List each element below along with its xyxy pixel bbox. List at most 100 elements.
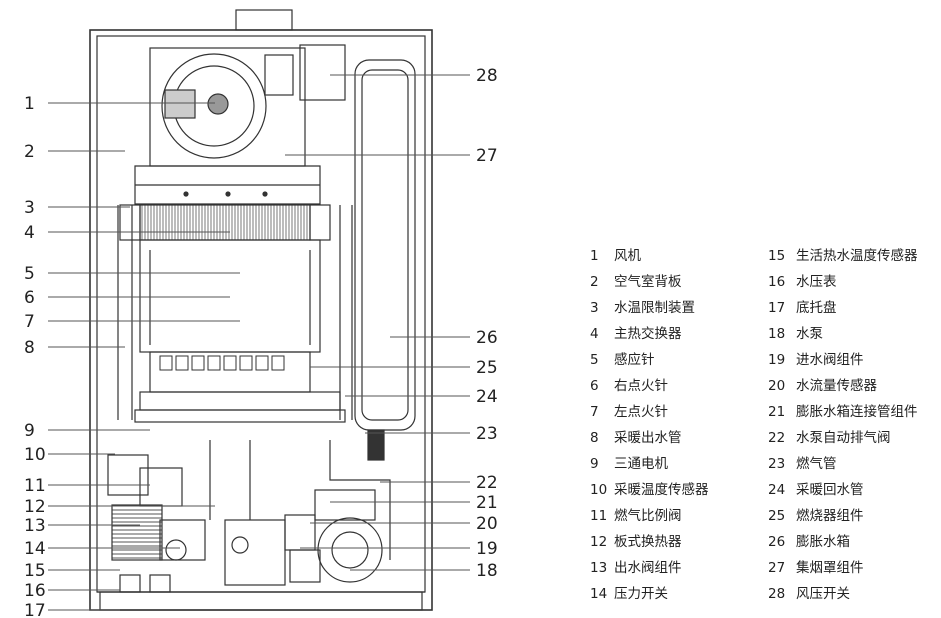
callout-22: 22 (476, 473, 498, 493)
expansion-tank (354, 59, 416, 431)
heating-outlet-pipe (117, 205, 133, 420)
legend-number: 17 (768, 300, 786, 316)
callout-17: 17 (24, 601, 46, 618)
legend-label: 板式换热器 (614, 534, 682, 550)
callout-5: 5 (24, 264, 35, 284)
legend-label: 采暖出水管 (614, 430, 682, 446)
legend-item: 18 水泵 (768, 321, 918, 347)
legend-number: 18 (768, 326, 786, 342)
legend-item: 3 水温限制装置 (590, 295, 709, 321)
legend-label: 燃气比例阀 (614, 508, 682, 524)
callout-28: 28 (476, 66, 498, 86)
legend-number: 9 (590, 456, 599, 472)
flow-sensor (284, 514, 316, 551)
legend-number: 25 (768, 508, 786, 524)
heat-exchanger (139, 204, 311, 241)
callout-26: 26 (476, 328, 498, 348)
callout-27: 27 (476, 146, 498, 166)
legend-item: 8 采暖出水管 (590, 425, 709, 451)
legend-label: 感应针 (614, 352, 655, 368)
callout-15: 15 (24, 561, 46, 581)
combustion-chamber (139, 239, 321, 353)
callout-10: 10 (24, 445, 46, 465)
callout-21: 21 (476, 493, 498, 513)
smoke-hood (134, 165, 321, 205)
legend-label: 水流量传感器 (796, 378, 877, 394)
legend-number: 4 (590, 326, 599, 342)
legend-label: 膨胀水箱 (796, 534, 850, 550)
legend-label: 压力开关 (614, 586, 668, 602)
legend-number: 24 (768, 482, 786, 498)
legend-number: 26 (768, 534, 786, 550)
legend-label: 水压表 (796, 274, 837, 290)
boiler-diagram: 1234567891011121314151617181920212223242… (24, 9, 498, 618)
legend-label: 燃烧器组件 (796, 508, 864, 524)
legend-number: 8 (590, 430, 599, 446)
legend-item: 26 膨胀水箱 (768, 529, 918, 555)
legend-label: 采暖回水管 (796, 482, 864, 498)
legend-item: 24 采暖回水管 (768, 477, 918, 503)
legend-label: 膨胀水箱连接管组件 (796, 404, 918, 420)
legend-label: 风压开关 (796, 586, 850, 602)
legend-label: 风机 (614, 248, 641, 264)
callout-9: 9 (24, 421, 35, 441)
legend-item: 16 水压表 (768, 269, 918, 295)
callout-25: 25 (476, 358, 498, 378)
legend-label: 水温限制装置 (614, 300, 695, 316)
legend-item: 28 风压开关 (768, 581, 918, 607)
legend-number: 3 (590, 300, 599, 316)
legend-number: 5 (590, 352, 599, 368)
legend-item: 23 燃气管 (768, 451, 918, 477)
fan (161, 53, 267, 159)
legend-number: 27 (768, 560, 786, 576)
legend-number: 16 (768, 274, 786, 290)
legend-label: 右点火针 (614, 378, 668, 394)
legend-label: 燃气管 (796, 456, 837, 472)
callout-19: 19 (476, 539, 498, 559)
legend-item: 1 风机 (590, 243, 709, 269)
legend-number: 23 (768, 456, 786, 472)
callout-23: 23 (476, 424, 498, 444)
legend-number: 19 (768, 352, 786, 368)
legend-item: 14 压力开关 (590, 581, 709, 607)
legend-number: 28 (768, 586, 786, 602)
legend-item: 25 燃烧器组件 (768, 503, 918, 529)
callout-13: 13 (24, 516, 46, 536)
legend-label: 采暖温度传感器 (614, 482, 709, 498)
legend-number: 1 (590, 248, 599, 264)
gas-valve (224, 519, 286, 586)
callout-7: 7 (24, 312, 35, 332)
legend-item: 2 空气室背板 (590, 269, 709, 295)
burner (149, 351, 311, 393)
callout-1: 1 (24, 94, 35, 114)
legend-item: 5 感应针 (590, 347, 709, 373)
callout-14: 14 (24, 539, 46, 559)
callout-11: 11 (24, 476, 46, 496)
callout-12: 12 (24, 497, 46, 517)
legend-label: 水泵 (796, 326, 823, 342)
legend-label: 空气室背板 (614, 274, 682, 290)
legend-number: 14 (590, 586, 608, 602)
legend-number: 15 (768, 248, 786, 264)
legend-number: 20 (768, 378, 786, 394)
pump (317, 517, 383, 583)
callout-2: 2 (24, 142, 35, 162)
legend-item: 9 三通电机 (590, 451, 709, 477)
legend-label: 主热交换器 (614, 326, 682, 342)
callout-6: 6 (24, 288, 35, 308)
callout-16: 16 (24, 581, 46, 601)
legend-item: 4 主热交换器 (590, 321, 709, 347)
legend-label: 三通电机 (614, 456, 668, 472)
legend-label: 出水阀组件 (614, 560, 682, 576)
legend-number: 2 (590, 274, 599, 290)
